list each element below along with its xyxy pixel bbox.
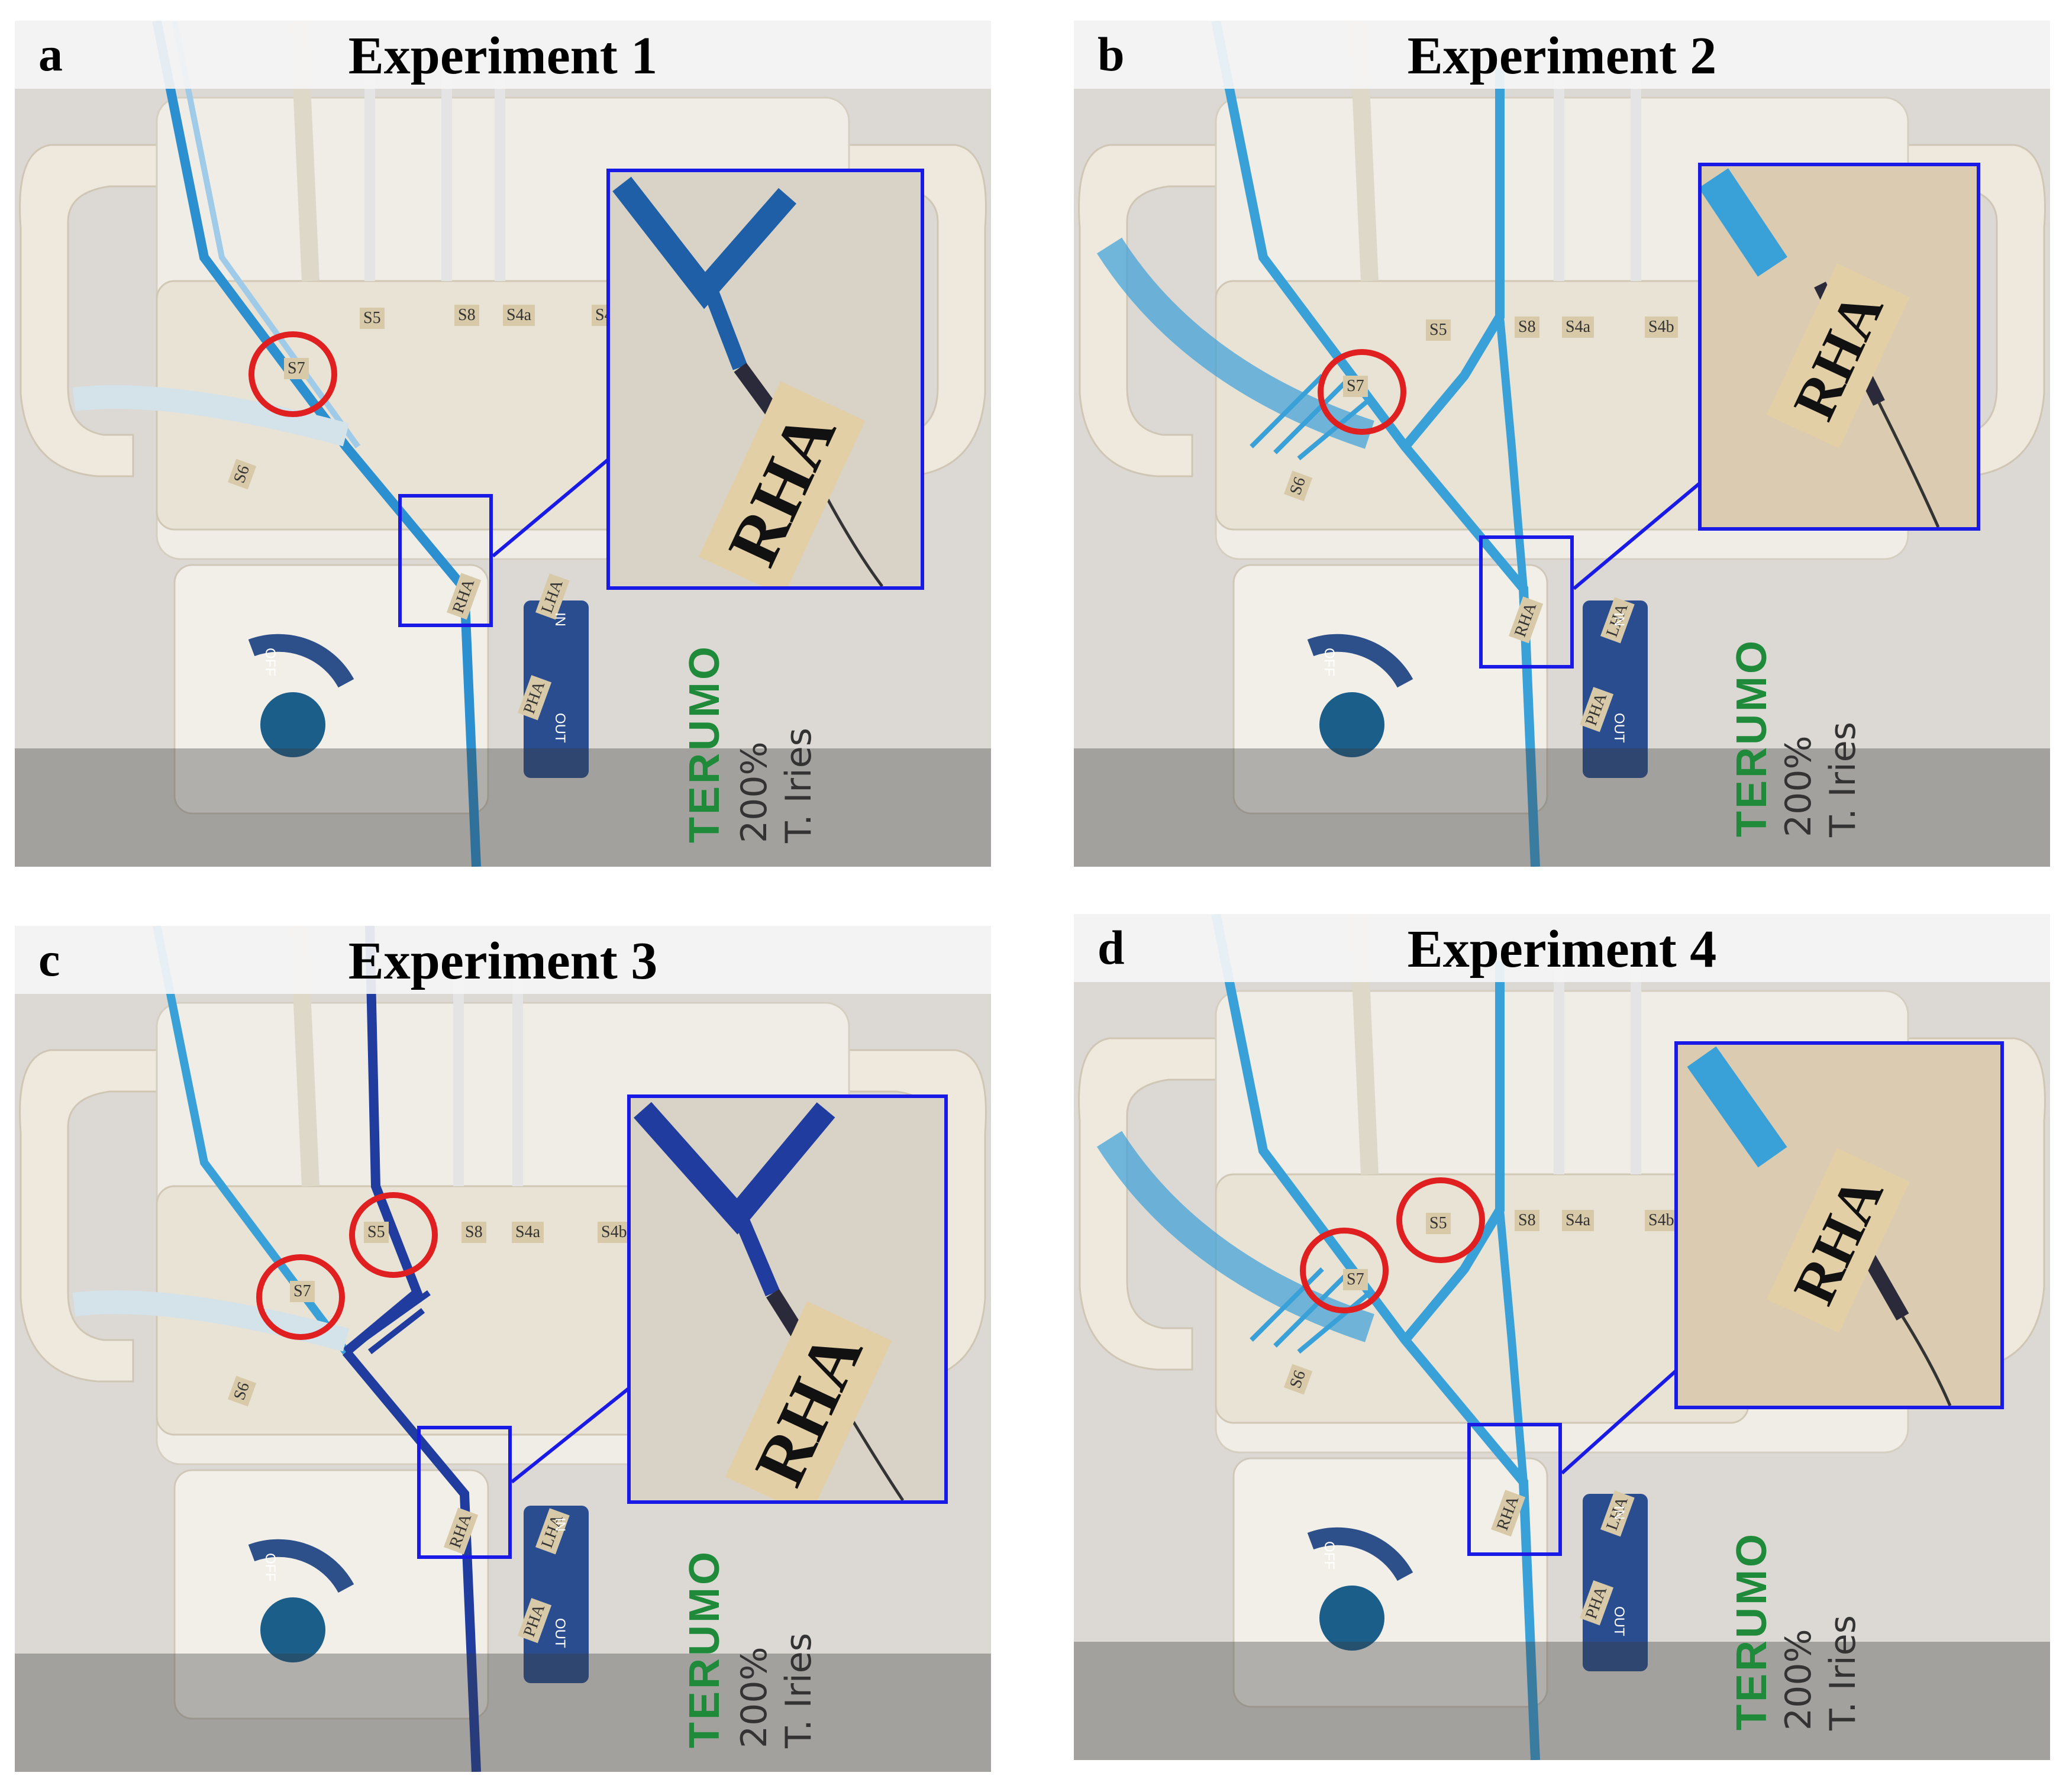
panel-letter: d <box>1098 921 1125 974</box>
zoom-connector <box>492 457 611 558</box>
label-s8: S8 <box>454 305 479 326</box>
rha-zoom-box <box>417 1426 512 1559</box>
label-s8: S8 <box>1515 317 1539 338</box>
title-band <box>1074 21 2050 89</box>
panel-d: d Experiment 4 S5 S8 S4a S4b S7 S6 RHA L… <box>1074 914 2050 1760</box>
s7-highlight-circle <box>1300 1228 1389 1313</box>
zoom-inset: RHA <box>1674 1041 2004 1409</box>
zoom-connector <box>1573 480 1702 590</box>
handwriting-2: T. Iries <box>1822 722 1864 837</box>
panel-c: c Experiment 3 S5 S8 S4a S4b S7 S6 RHA L… <box>15 926 991 1772</box>
rha-zoom-box <box>1479 535 1574 669</box>
label-s5: S5 <box>360 308 385 329</box>
handwriting-2: T. Iries <box>778 728 819 843</box>
handwriting-1: 200% <box>1778 735 1819 837</box>
label-s4a: S4a <box>1562 317 1594 338</box>
terumo-logo: TERUMO <box>1728 1532 1776 1730</box>
handwriting-1: 200% <box>734 1646 775 1748</box>
panel-title: Experiment 3 <box>348 932 658 990</box>
pump-off-label: OFF <box>1321 1541 1337 1570</box>
label-s4a: S4a <box>512 1222 544 1243</box>
panel-letter: a <box>38 27 63 81</box>
panel-b: b Experiment 2 S5 S8 S4a S4b S7 S6 RHA L… <box>1074 21 2050 867</box>
pump-out-label: OUT <box>552 1618 568 1648</box>
label-s5: S5 <box>1426 319 1451 341</box>
label-s8: S8 <box>1515 1210 1539 1231</box>
s5-highlight-circle <box>1396 1177 1485 1263</box>
label-s4b: S4b <box>1645 317 1678 338</box>
handwriting-1: 200% <box>734 741 775 843</box>
label-s4a: S4a <box>503 305 535 326</box>
panel-letter: c <box>38 932 60 986</box>
s5-highlight-circle <box>349 1192 438 1278</box>
title-band <box>1074 914 2050 982</box>
pump-out-label: OUT <box>552 713 568 743</box>
handwriting-1: 200% <box>1778 1629 1819 1730</box>
label-s4a: S4a <box>1562 1210 1594 1231</box>
pump-in-label: IN <box>552 1517 568 1532</box>
s7-highlight-circle <box>256 1254 345 1340</box>
terumo-logo: TERUMO <box>681 644 728 843</box>
panel-title: Experiment 4 <box>1407 920 1717 979</box>
rha-zoom-box <box>398 494 493 627</box>
pump-in-label: IN <box>552 612 568 627</box>
pump-in-label: IN <box>1611 612 1627 627</box>
panel-title: Experiment 2 <box>1407 27 1717 85</box>
zoom-inset: RHA <box>1698 163 1980 531</box>
pump-off-label: OFF <box>1321 648 1337 676</box>
panel-title: Experiment 1 <box>348 27 658 85</box>
label-s8: S8 <box>461 1222 486 1243</box>
handwriting-2: T. Iries <box>778 1633 819 1748</box>
title-band <box>15 21 991 89</box>
pump-out-label: OUT <box>1611 713 1627 743</box>
zoom-connector <box>1560 1368 1679 1475</box>
s7-highlight-circle <box>1318 349 1406 435</box>
label-s4b: S4b <box>1645 1210 1678 1231</box>
s7-highlight-circle <box>248 331 337 417</box>
pump-out-label: OUT <box>1611 1606 1627 1636</box>
title-band <box>15 926 991 994</box>
rha-zoom-box <box>1467 1423 1562 1556</box>
pump-off-label: OFF <box>262 1553 278 1581</box>
terumo-logo: TERUMO <box>1728 638 1776 837</box>
zoom-inset: RHA <box>627 1094 948 1504</box>
inset-photo <box>610 172 921 586</box>
panel-letter: b <box>1098 27 1125 81</box>
pump-off-label: OFF <box>262 648 278 676</box>
handwriting-2: T. Iries <box>1822 1615 1864 1730</box>
phantom-photo <box>15 21 991 867</box>
zoom-inset: RHA <box>606 169 924 590</box>
pump-in-label: IN <box>1611 1506 1627 1520</box>
panel-a: a Experiment 1 S5 S8 S4a S4 S7 S6 RHA LH… <box>15 21 991 867</box>
label-s4b: S4b <box>598 1222 631 1243</box>
zoom-connector <box>511 1386 631 1484</box>
terumo-logo: TERUMO <box>681 1549 728 1748</box>
